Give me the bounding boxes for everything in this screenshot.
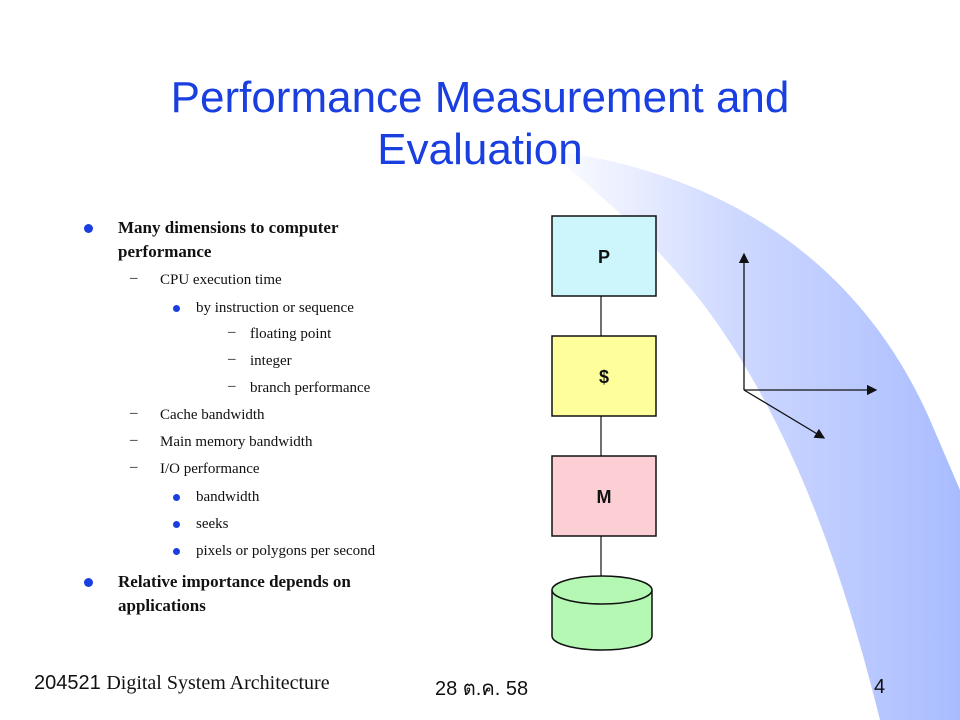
disk-icon	[551, 575, 653, 651]
bullet-text: performance	[118, 242, 212, 261]
dash-icon: –	[228, 324, 236, 340]
footer-date: 28 ต.ค. 58	[435, 678, 529, 700]
bullet-dot-icon	[173, 494, 180, 501]
processor-box	[551, 215, 657, 297]
dash-icon: –	[130, 459, 138, 475]
slide-title: Performance Measurement and Evaluation	[110, 72, 850, 176]
dash-icon: –	[130, 432, 138, 448]
footer-course: 204521 Digital System Architecture	[34, 672, 330, 695]
bullet-dot-icon	[173, 305, 180, 312]
bullet-text: Relative importance depends on	[118, 572, 351, 591]
bullet-dot-icon	[84, 578, 93, 587]
sub-bullet-text: CPU execution time	[160, 272, 282, 288]
cache-box	[551, 335, 657, 417]
axes-icon	[738, 252, 878, 439]
course-name: Digital System Architecture	[106, 672, 330, 694]
page-number: 4	[874, 676, 886, 698]
course-code: 204521	[34, 672, 101, 694]
sub-bullet-text: by instruction or sequence	[196, 300, 354, 316]
sub-bullet-text: integer	[250, 353, 292, 369]
dash-icon: –	[130, 270, 138, 286]
bullet-dot-icon	[84, 224, 93, 233]
title-line-1: Performance Measurement and	[170, 73, 790, 122]
sub-bullet-text: pixels or polygons per second	[196, 543, 376, 559]
sub-bullet-text: branch performance	[250, 380, 371, 396]
dash-icon: –	[228, 351, 236, 367]
bullet-text: applications	[118, 596, 206, 615]
bullet-text: Many dimensions to computer	[118, 218, 339, 237]
title-line-2: Evaluation	[377, 125, 583, 174]
dash-icon: –	[228, 378, 236, 394]
bullet-list: Many dimensions to computer performance …	[84, 218, 376, 615]
memory-label: M	[597, 487, 612, 507]
sub-bullet-text: I/O performance	[160, 461, 260, 477]
sub-bullet-text: seeks	[196, 516, 229, 532]
cache-label: $	[599, 367, 609, 387]
bullet-dot-icon	[173, 548, 180, 555]
sub-bullet-text: bandwidth	[196, 489, 260, 505]
sub-bullet-text: Cache bandwidth	[160, 407, 265, 423]
sub-bullet-text: floating point	[250, 326, 332, 342]
processor-label: P	[598, 247, 610, 267]
sub-bullet-text: Main memory bandwidth	[160, 434, 313, 450]
dash-icon: –	[130, 405, 138, 421]
bullet-dot-icon	[173, 521, 180, 528]
memory-box	[551, 455, 657, 537]
